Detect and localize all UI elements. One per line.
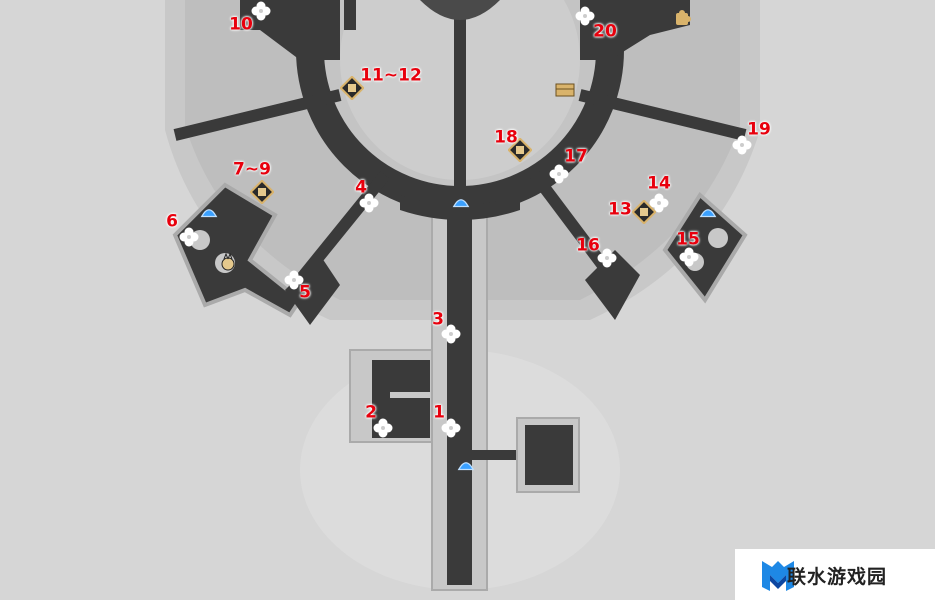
teleport-icon[interactable] <box>200 203 218 221</box>
marker-label: 4 <box>355 177 367 198</box>
teleport-icon[interactable] <box>457 456 475 474</box>
marker-label: 16 <box>576 235 600 256</box>
clover-icon[interactable] <box>575 6 595 26</box>
watermark-logo-icon <box>762 561 794 591</box>
marker-label: 7~9 <box>233 159 271 180</box>
teleport-icon[interactable] <box>452 193 470 211</box>
east-wing <box>662 191 748 304</box>
marker-label: 5 <box>299 282 311 303</box>
mascot-icon[interactable] <box>219 253 237 271</box>
spokes <box>173 0 747 284</box>
clover-icon[interactable] <box>251 1 271 21</box>
east-room <box>525 425 573 485</box>
marker-label: 18 <box>494 127 518 148</box>
watermark: 联水游戏园 <box>735 549 935 600</box>
marker-label: 15 <box>676 229 700 250</box>
puzzle-icon[interactable] <box>674 9 692 27</box>
marker-label: 13 <box>608 199 632 220</box>
marker-label: 3 <box>432 309 444 330</box>
marker-label: 2 <box>365 402 377 423</box>
marker-label: 6 <box>166 211 178 232</box>
marker-label: 17 <box>564 146 588 167</box>
marker-label: 11~12 <box>360 65 422 86</box>
teleport-icon[interactable] <box>699 203 717 221</box>
clover-icon[interactable] <box>549 164 569 184</box>
marker-label: 19 <box>747 119 771 140</box>
clover-icon[interactable] <box>679 247 699 267</box>
box-icon[interactable] <box>632 200 656 224</box>
main-corridor <box>447 215 472 585</box>
marker-label: 20 <box>593 21 617 42</box>
marker-label: 1 <box>433 402 445 423</box>
marker-label: 14 <box>647 173 671 194</box>
clover-icon[interactable] <box>179 227 199 247</box>
treasure-chest-icon[interactable] <box>555 81 575 97</box>
watermark-text: 联水游戏园 <box>787 566 888 588</box>
marker-label: 10 <box>229 14 253 35</box>
door-icon[interactable] <box>250 180 274 204</box>
